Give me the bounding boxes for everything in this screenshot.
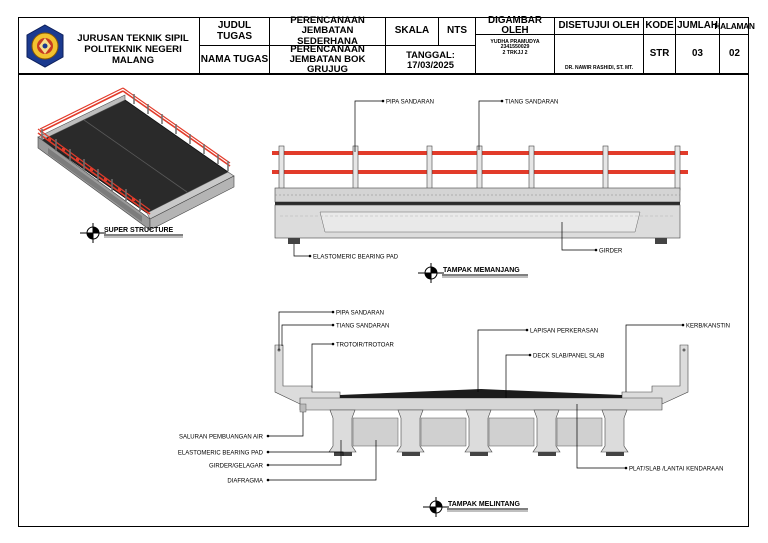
judul-line-2: JEMBATAN SEDERHANA: [297, 25, 358, 47]
institution-name: JURUSAN TEKNIK SIPIL POLITEKNIK NEGERI M…: [69, 33, 197, 66]
cross-kerb-label: KERB/KANSTIN: [686, 324, 730, 330]
cross-section-labels: PIPA SANDARAN TIANG SANDARAN TROTOIR/TRO…: [178, 311, 730, 485]
nama-line-2: JEMBATAN BOK GRUJUG: [289, 53, 366, 76]
jumlah-value: 03: [676, 35, 720, 74]
cross-trotoir-label: TROTOIR/TROTOAR: [336, 343, 394, 349]
cross-section: [274, 344, 689, 456]
nama-line-1: PERENCANAAN: [290, 43, 365, 55]
tanggal: TANGGAL: 17/03/2025: [386, 46, 476, 74]
halaman-value: 02: [729, 48, 740, 60]
cross-saluran-label: SALURAN PEMBUANGAN AIR: [179, 435, 264, 441]
cross-deck-label: DECK SLAB/PANEL SLAB: [533, 354, 604, 360]
long-girder-label: GIRDER: [599, 249, 623, 255]
super-structure-label: SUPER STRUCTURE: [104, 227, 174, 234]
drafter-name: YUDHA PRAMUDYA: [490, 39, 540, 45]
long-elevation: PIPA SANDARAN TIANG SANDARAN ELASTOMERIC…: [272, 100, 688, 261]
tampak-memanjang-title: TAMPAK MEMANJANG: [418, 263, 528, 283]
kode-label: KODE: [644, 18, 676, 35]
long-pipa-sandaran-label: PIPA SANDARAN: [386, 100, 434, 106]
super-structure-title: SUPER STRUCTURE: [80, 223, 183, 243]
long-tiang-sandaran-label: TIANG SANDARAN: [505, 100, 558, 106]
super-structure-3d: [37, 87, 235, 231]
skala-label: SKALA: [386, 18, 439, 46]
jumlah-label: JUMLAH: [676, 18, 720, 35]
drawing-frame: [18, 74, 749, 527]
tampak-memanjang-label: TAMPAK MEMANJANG: [443, 267, 520, 274]
cross-tiang-sandaran-label: TIANG SANDARAN: [336, 324, 389, 330]
disetujui-label: DISETUJUI OLEH: [555, 18, 644, 35]
judul-tugas-value: PERENCANAAN JEMBATAN SEDERHANA: [270, 15, 386, 47]
judul-line-1: PERENCANAAN: [290, 15, 365, 27]
polinema-logo-icon: [26, 24, 64, 68]
long-elastomeric-label: ELASTOMERIC BEARING PAD: [313, 255, 399, 261]
institution-polytechnic: POLITEKNIK NEGERI MALANG: [84, 44, 182, 67]
digambar-value: YUDHA PRAMUDYA 2341550029 2 TRKJJ 2: [476, 35, 555, 74]
tampak-melintang-title: TAMPAK MELINTANG: [423, 497, 528, 517]
cross-lapisan-label: LAPISAN PERKERASAN: [530, 329, 598, 335]
nama-tugas-value: PERENCANAAN JEMBATAN BOK GRUJUG: [270, 43, 386, 76]
halaman-label: HALAMAN: [714, 18, 755, 35]
institution-department: JURUSAN TEKNIK SIPIL: [77, 33, 189, 44]
title-block: JURUSAN TEKNIK SIPIL POLITEKNIK NEGERI M…: [18, 15, 755, 76]
judul-tugas-label: JUDUL TUGAS: [200, 18, 270, 46]
nama-tugas-label: NAMA TUGAS: [200, 46, 270, 74]
drafter-class: 2 TRKJJ 2: [502, 49, 528, 56]
disetujui-name: DR. NAWIR RASHIDI, ST. MT.: [555, 35, 644, 74]
skala-value: NTS: [439, 18, 476, 46]
kode-value: STR: [644, 35, 676, 74]
cross-diafragma-label: DIAFRAGMA: [227, 479, 263, 485]
drafter-nim: 2341550029: [500, 44, 530, 51]
cross-pipa-sandaran-label: PIPA SANDARAN: [336, 311, 384, 317]
cross-elastomeric-label: ELASTOMERIC BEARING PAD: [178, 451, 264, 457]
cross-plat-label: PLAT/SLAB /LANTAI KENDARAAN: [629, 467, 723, 473]
cross-girder-label: GIRDER/GELAGAR: [209, 464, 264, 470]
digambar-label: DIGAMBAR OLEH: [476, 15, 555, 36]
tampak-melintang-label: TAMPAK MELINTANG: [448, 501, 520, 508]
